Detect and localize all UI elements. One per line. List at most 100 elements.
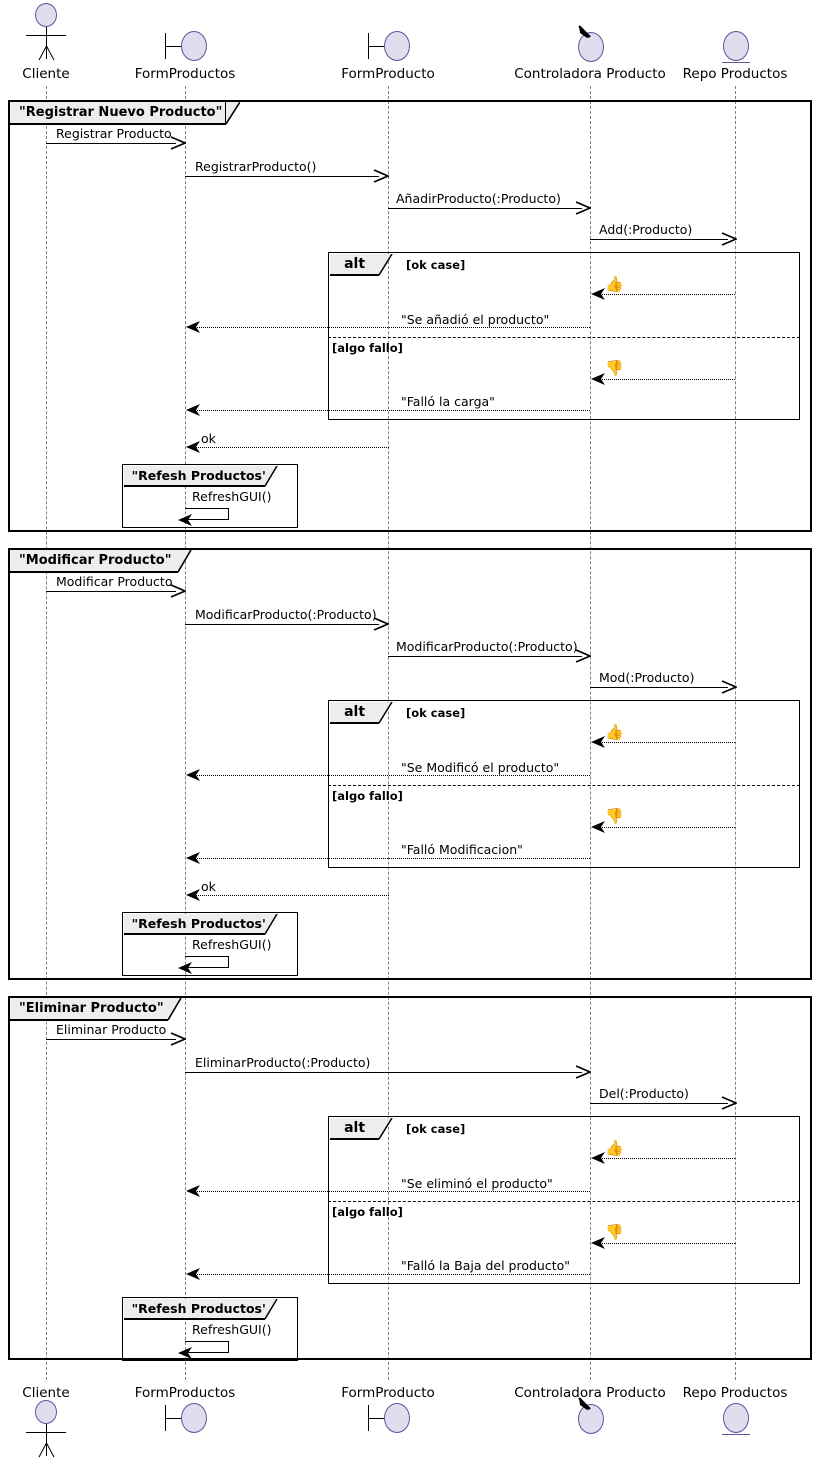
message-line bbox=[598, 1243, 735, 1244]
lifeline-formproducto bbox=[388, 86, 389, 1380]
alt-notch bbox=[379, 701, 393, 723]
thumbs-up-icon: 👍 bbox=[605, 1139, 624, 1157]
message-line bbox=[388, 208, 582, 209]
self-message-loop bbox=[185, 956, 229, 968]
participant-label: Repo Productos bbox=[682, 66, 788, 82]
message-label: ModificarProducto(:Producto) bbox=[195, 607, 377, 622]
alt-fragment-registrar[interactable] bbox=[328, 252, 800, 420]
fragment-refesh-header-underline bbox=[123, 1318, 266, 1320]
arrowhead-left bbox=[591, 288, 605, 300]
arrowhead-left bbox=[178, 1347, 192, 1359]
boundary-icon bbox=[384, 31, 410, 61]
fragment-refesh-label: "Refesh Productos" bbox=[131, 467, 269, 483]
thumbs-down-icon: 👎 bbox=[605, 1223, 624, 1241]
entity-icon-underline bbox=[722, 1434, 750, 1435]
actor-leg-right bbox=[46, 45, 55, 61]
fragment-refesh-header-underline bbox=[123, 485, 266, 487]
fragment-modificar-notch bbox=[178, 550, 192, 573]
arrowhead-left bbox=[186, 404, 200, 416]
message-label: Registrar Producto bbox=[56, 126, 172, 141]
fragment-modificar-header: "Modificar Producto" bbox=[10, 550, 178, 572]
arrowhead-left bbox=[591, 821, 605, 833]
arrowhead-left bbox=[186, 852, 200, 864]
message-line bbox=[193, 447, 389, 448]
arrowhead-left bbox=[591, 736, 605, 748]
fragment-label: "Registrar Nuevo Producto" bbox=[19, 105, 223, 120]
fragment-refesh-registrar[interactable] bbox=[122, 464, 298, 528]
participant-label: Controladora Producto bbox=[514, 1385, 666, 1401]
alt-guard: [algo fallo] bbox=[332, 789, 403, 803]
message-label: ok bbox=[201, 879, 216, 894]
fragment-refesh-modificar[interactable] bbox=[122, 912, 298, 976]
message-label: "Se eliminó el producto" bbox=[401, 1176, 553, 1191]
message-label: Add(:Producto) bbox=[599, 222, 693, 237]
arrowhead-right bbox=[170, 584, 186, 598]
fragment-refesh-header: "Refesh Productos" bbox=[123, 1298, 269, 1319]
message-line bbox=[598, 827, 735, 828]
message-line bbox=[46, 143, 176, 144]
arrowhead-right bbox=[575, 1065, 591, 1079]
alt-guard: [algo fallo] bbox=[332, 341, 403, 355]
message-label: "Se Modificó el producto" bbox=[401, 760, 560, 775]
arrowhead-right bbox=[373, 169, 389, 183]
message-label: Del(:Producto) bbox=[599, 1086, 689, 1101]
thumbs-down-icon: 👎 bbox=[605, 359, 624, 377]
participant-label: FormProducto bbox=[341, 1385, 435, 1401]
alt-branch-divider bbox=[328, 337, 800, 338]
arrowhead-left bbox=[591, 373, 605, 385]
message-line bbox=[193, 327, 590, 328]
alt-fragment-eliminar[interactable] bbox=[328, 1116, 800, 1284]
message-label: RefreshGUI() bbox=[192, 489, 272, 504]
fragment-eliminar[interactable] bbox=[8, 996, 812, 1360]
boundary-icon-bar bbox=[165, 46, 181, 47]
message-label: RefreshGUI() bbox=[192, 937, 272, 952]
boundary-icon-bar bbox=[368, 1418, 384, 1419]
message-line bbox=[185, 624, 379, 625]
fragment-refesh-label: "Refesh Productos" bbox=[131, 915, 269, 931]
arrowhead-right bbox=[721, 680, 737, 694]
fragment-modificar[interactable] bbox=[8, 548, 812, 980]
self-message-loop bbox=[185, 1341, 229, 1353]
fragment-refesh-header: "Refesh Productos" bbox=[123, 465, 269, 486]
fragment-modificar-header-underline bbox=[10, 571, 178, 573]
alt-fragment-modificar[interactable] bbox=[328, 700, 800, 868]
message-line bbox=[193, 858, 590, 859]
thumbs-up-icon: 👍 bbox=[605, 723, 624, 741]
fragment-registrar-notch bbox=[226, 102, 240, 125]
alt-notch bbox=[379, 1117, 393, 1139]
fragment-refesh-notch bbox=[265, 913, 278, 934]
fragment-eliminar-notch bbox=[168, 998, 182, 1021]
message-label: Modificar Producto bbox=[56, 574, 173, 589]
arrowhead-left bbox=[186, 321, 200, 333]
message-line bbox=[590, 687, 728, 688]
control-icon bbox=[578, 32, 604, 62]
control-icon bbox=[578, 1404, 604, 1434]
boundary-icon bbox=[384, 1403, 410, 1433]
actor-arms bbox=[26, 35, 66, 36]
arrowhead-left bbox=[186, 889, 200, 901]
arrowhead-left bbox=[591, 1237, 605, 1249]
participant-label: FormProductos bbox=[134, 1385, 236, 1401]
alt-operator-underline bbox=[329, 1138, 380, 1140]
alt-operator-label: alt bbox=[344, 1119, 366, 1136]
alt-branch-divider bbox=[328, 1201, 800, 1202]
message-line bbox=[590, 239, 728, 240]
entity-icon-underline bbox=[722, 62, 750, 63]
fragment-eliminar-header-underline bbox=[10, 1019, 168, 1021]
message-line bbox=[388, 656, 582, 657]
message-line bbox=[193, 1274, 590, 1275]
message-line bbox=[193, 410, 590, 411]
self-message-loop bbox=[185, 508, 229, 520]
message-label: Mod(:Producto) bbox=[599, 670, 695, 685]
message-label: RefreshGUI() bbox=[192, 1322, 272, 1337]
alt-operator-label: alt bbox=[344, 255, 366, 272]
fragment-registrar[interactable] bbox=[8, 100, 812, 532]
fragment-refesh-notch bbox=[265, 1298, 278, 1319]
message-line bbox=[598, 1158, 735, 1159]
alt-guard: [ok case] bbox=[406, 706, 466, 720]
fragment-refesh-eliminar[interactable] bbox=[122, 1297, 298, 1361]
fragment-refesh-label: "Refesh Productos" bbox=[131, 1300, 269, 1316]
fragment-label: "Eliminar Producto" bbox=[19, 1001, 164, 1016]
message-label: AñadirProducto(:Producto) bbox=[396, 191, 561, 206]
